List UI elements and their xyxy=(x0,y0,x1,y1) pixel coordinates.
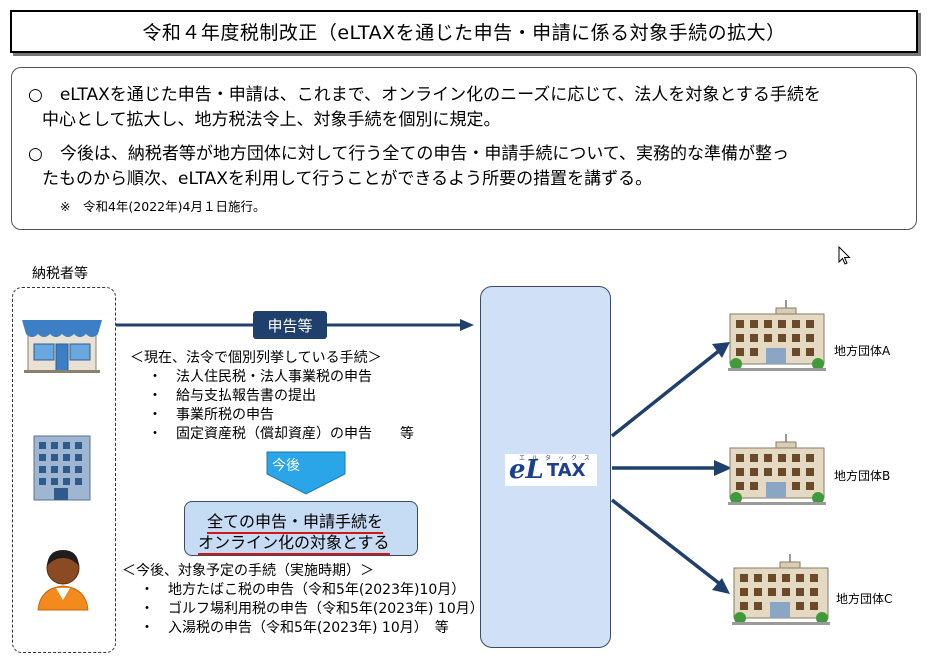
person-icon xyxy=(37,550,89,611)
summary-bullet-1-line-1: ○ eLTAXを通じた申告・申請は、これまで、オンライン化のニーズに応じて、法人… xyxy=(28,85,821,105)
submission-label-text: 申告等 xyxy=(267,316,313,335)
eltax-logo-mark: eL xyxy=(509,455,544,485)
city-hall-icon xyxy=(732,554,830,625)
submission-label: 申告等 xyxy=(253,311,327,339)
future-down-arrow xyxy=(266,451,346,495)
future-arrow-label: 今後 xyxy=(272,458,300,474)
eltax-logo: エルタックス eL TAX xyxy=(505,454,597,486)
local-government-a-label: 地方団体A xyxy=(834,344,891,358)
distribution-arrows xyxy=(610,342,732,594)
current-procedure-item: ・ 事業所税の申告 xyxy=(148,407,274,423)
city-hall-icon xyxy=(728,300,826,371)
current-procedure-item: ・ 固定資産税（償却資産）の申告 等 xyxy=(148,426,414,442)
current-procedures-header: ＜現在、法令で個別列挙している手続＞ xyxy=(130,350,382,366)
office-building-icon xyxy=(33,435,91,501)
current-procedure-item: ・ 給与支払報告書の提出 xyxy=(148,388,316,404)
planned-procedure-item: ・ ゴルフ場利用税の申告（令和5年(2023年) 10月） xyxy=(140,601,484,617)
summary-bullet-2-line-2: たものから順次、eLTAXを利用して行うことができるよう所要の措置を講ずる。 xyxy=(42,169,653,189)
shop-icon xyxy=(22,320,102,373)
eltax-logo-ruby: エルタックス xyxy=(519,455,597,462)
eltax-logo-word: TAX xyxy=(546,459,586,481)
planned-procedure-item: ・ 入湯税の申告（令和5年(2023年) 10月） 等 xyxy=(140,620,449,636)
online-target-line-1-text: 全ての申告・申請手続を xyxy=(207,512,384,534)
current-procedure-item: ・ 法人住民税・法人事業税の申告 xyxy=(148,369,372,385)
summary-bullet-2-line-1: ○ 今後は、納税者等が地方団体に対して行う全ての申告・申請手続について、実務的な… xyxy=(28,144,789,164)
local-government-b-label: 地方団体B xyxy=(834,469,891,483)
city-hall-icon xyxy=(728,434,826,505)
summary-bullet-1-line-2: 中心として拡大し、地方税法令上、対象手続を個別に規定。 xyxy=(42,110,501,130)
page-title-text: 令和４年度税制改正（eLTAXを通じた申告・申請に係る対象手続の拡大） xyxy=(142,22,786,44)
taxpayer-group xyxy=(12,287,116,653)
online-target-box xyxy=(184,501,418,556)
page-title: 令和４年度税制改正（eLTAXを通じた申告・申請に係る対象手続の拡大） xyxy=(10,10,918,53)
online-target-line-1: 全ての申告・申請手続を xyxy=(207,508,384,534)
planned-procedures-header: ＜今後、対象予定の手続（実施時期）＞ xyxy=(122,563,374,579)
summary-box: ○ eLTAXを通じた申告・申請は、これまで、オンライン化のニーズに応じて、法人… xyxy=(11,67,917,230)
mouse-cursor-icon xyxy=(838,246,851,265)
online-target-line-2: オンライン化の対象とする xyxy=(198,529,390,555)
summary-note: ※ 令和4年(2022年)4月１日施行。 xyxy=(60,199,266,214)
local-government-c-label: 地方団体C xyxy=(836,592,893,606)
taxpayer-label: 納税者等 xyxy=(32,266,88,282)
planned-procedure-item: ・ 地方たばこ税の申告（令和5年(2023年)10月） xyxy=(140,582,466,598)
online-target-line-2-text: オンライン化の対象とする xyxy=(198,533,390,555)
